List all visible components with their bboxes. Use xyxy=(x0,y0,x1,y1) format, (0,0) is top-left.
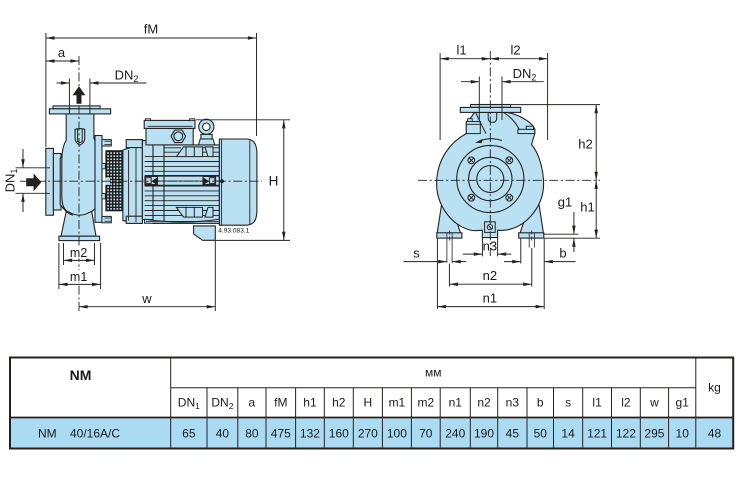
svg-text:40: 40 xyxy=(216,426,230,440)
svg-text:122: 122 xyxy=(616,426,636,440)
svg-text:NM 40/16A/C: NM 40/16A/C xyxy=(38,426,120,440)
svg-text:m1: m1 xyxy=(389,396,406,410)
svg-text:n3: n3 xyxy=(483,238,497,253)
svg-text:14: 14 xyxy=(561,426,575,440)
svg-text:DN2: DN2 xyxy=(115,67,139,84)
svg-text:132: 132 xyxy=(300,426,320,440)
svg-text:n2: n2 xyxy=(477,396,491,410)
svg-text:65: 65 xyxy=(182,426,196,440)
svg-text:n3: n3 xyxy=(506,396,520,410)
svg-text:l1: l1 xyxy=(592,396,602,410)
svg-text:45: 45 xyxy=(506,426,520,440)
svg-text:160: 160 xyxy=(329,426,349,440)
svg-text:121: 121 xyxy=(587,426,607,440)
svg-text:s: s xyxy=(413,246,420,261)
svg-text:b: b xyxy=(537,396,544,410)
svg-text:295: 295 xyxy=(644,426,664,440)
svg-text:b: b xyxy=(559,246,566,261)
svg-text:h1: h1 xyxy=(580,200,594,215)
svg-text:H: H xyxy=(269,174,279,189)
svg-text:l1: l1 xyxy=(456,43,466,58)
svg-text:H: H xyxy=(364,396,373,410)
svg-text:48: 48 xyxy=(708,426,722,440)
svg-text:240: 240 xyxy=(445,426,465,440)
svg-text:100: 100 xyxy=(387,426,407,440)
svg-text:fM: fM xyxy=(144,22,158,37)
svg-text:g1: g1 xyxy=(676,396,690,410)
svg-text:мм: мм xyxy=(425,366,442,380)
svg-text:kg: kg xyxy=(708,381,721,395)
svg-text:n1: n1 xyxy=(483,291,497,306)
svg-text:l2: l2 xyxy=(510,43,520,58)
svg-text:270: 270 xyxy=(358,426,378,440)
svg-text:m1: m1 xyxy=(70,270,87,284)
svg-text:h2: h2 xyxy=(332,396,346,410)
svg-text:190: 190 xyxy=(474,426,494,440)
svg-text:n2: n2 xyxy=(483,268,497,283)
svg-text:475: 475 xyxy=(271,426,291,440)
svg-text:n1: n1 xyxy=(449,396,463,410)
svg-text:80: 80 xyxy=(245,426,259,440)
svg-text:w: w xyxy=(649,396,659,410)
svg-text:4.93.083.1: 4.93.083.1 xyxy=(218,227,249,234)
svg-text:s: s xyxy=(565,396,571,410)
svg-text:l2: l2 xyxy=(621,396,631,410)
svg-text:h2: h2 xyxy=(578,137,592,152)
svg-text:DN2: DN2 xyxy=(513,66,537,83)
svg-text:m2: m2 xyxy=(417,396,434,410)
svg-text:70: 70 xyxy=(419,426,433,440)
svg-text:DN1: DN1 xyxy=(3,169,20,193)
svg-text:m2: m2 xyxy=(70,246,87,260)
svg-text:h1: h1 xyxy=(303,396,317,410)
svg-text:g1: g1 xyxy=(558,195,572,210)
svg-text:DN2: DN2 xyxy=(211,396,233,412)
svg-text:50: 50 xyxy=(534,426,548,440)
svg-text:fM: fM xyxy=(274,396,287,410)
svg-text:w: w xyxy=(141,291,152,306)
svg-text:DN1: DN1 xyxy=(178,396,200,412)
svg-text:a: a xyxy=(249,396,256,410)
svg-text:NM: NM xyxy=(70,367,92,383)
svg-text:10: 10 xyxy=(676,426,690,440)
svg-text:a: a xyxy=(58,45,66,60)
